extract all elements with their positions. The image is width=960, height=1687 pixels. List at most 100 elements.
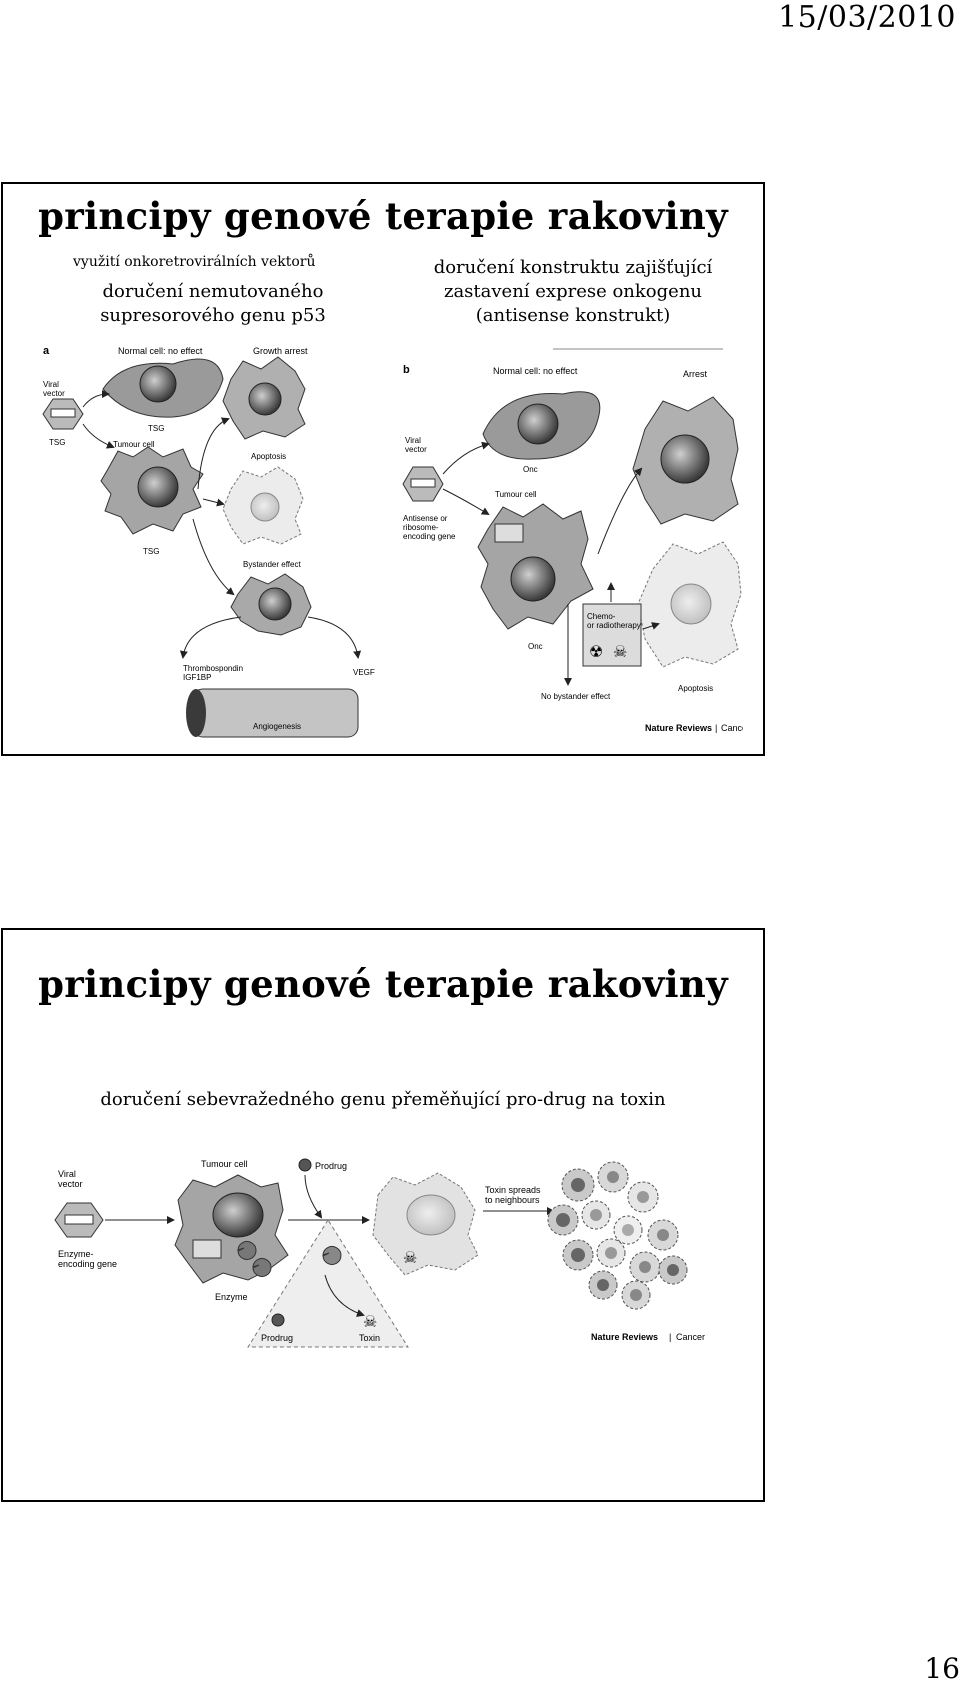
arrow-icon <box>82 423 115 449</box>
radiation-icon: ☢ <box>589 644 603 661</box>
label-enzyme: Enzyme <box>215 1292 248 1302</box>
arrow-icon <box>179 616 242 659</box>
slide-2: principy genové terapie rakoviny doručen… <box>1 928 765 1502</box>
right-caption-line-2: zastavení exprese onkogenu <box>443 281 703 302</box>
arrow-icon <box>642 622 660 630</box>
credit-separator-2: | <box>669 1332 671 1342</box>
arrow-icon <box>82 390 110 408</box>
label-b-normal-cell: Normal cell: no effect <box>493 366 578 376</box>
neighbour-nucleus-icon <box>622 1224 634 1236</box>
arrow-icon <box>442 488 490 516</box>
enzyme-pacman-icon <box>322 1246 342 1265</box>
tumour-cell-b-nucleus-icon <box>510 556 556 602</box>
neighbour-nucleus-icon <box>630 1289 642 1301</box>
label-enzyme-gene-1: Enzyme- <box>58 1249 94 1259</box>
label-b-antisense-1: Antisense or <box>403 514 448 523</box>
label-a-tsg-vector: TSG <box>49 438 65 447</box>
enzyme-pacman-icon <box>237 1241 257 1260</box>
skull-icon: ☠ <box>613 644 627 661</box>
label-enzyme-gene-2: encoding gene <box>58 1259 117 1269</box>
label-tumour-cell: Tumour cell <box>201 1159 248 1169</box>
left-caption-line-2: supresorového genu p53 <box>100 305 326 326</box>
label-a-thrombo-1: Thrombospondin <box>183 664 243 673</box>
credit-brand: Nature Reviews <box>645 723 712 733</box>
arrow-icon <box>597 467 643 555</box>
label-a-thrombo-2: IGF1BP <box>183 673 211 682</box>
credit-journal-2: Cancer <box>676 1332 705 1342</box>
skull-icon: ☠ <box>403 1250 417 1267</box>
page-number: 16 <box>924 1652 960 1685</box>
label-b-apoptosis: Apoptosis <box>678 684 713 693</box>
label-viral-2: vector <box>58 1179 83 1189</box>
credit-journal: Cancer <box>721 723 743 733</box>
neighbour-nucleus-icon <box>667 1264 679 1276</box>
construct-icon <box>494 523 524 543</box>
tumour-nucleus-icon <box>212 1192 264 1238</box>
neighbour-nucleus-icon <box>571 1248 585 1262</box>
neighbour-nucleus-icon <box>607 1171 619 1183</box>
slide-2-caption: doručení sebevražedného genu přeměňující… <box>100 1089 666 1110</box>
neighbour-nucleus-icon <box>556 1213 570 1227</box>
dying-nucleus-icon <box>406 1194 456 1236</box>
vector-gene-b-icon <box>410 478 436 488</box>
label-toxin: Toxin <box>359 1333 380 1343</box>
neighbour-nucleus-icon <box>637 1191 649 1203</box>
slide-1-subtitle: využití onkoretrovirálních vektorů <box>73 254 316 270</box>
arrow-icon <box>324 1274 365 1317</box>
vessel-opening-icon <box>186 689 206 737</box>
label-a-tsg-normal: TSG <box>148 424 164 433</box>
right-caption-line-1: doručení konstruktu zajišťující <box>433 257 713 278</box>
right-caption-line-3: (antisense konstrukt) <box>475 305 671 326</box>
label-viral-1: Viral <box>58 1169 76 1179</box>
label-a-tumour-cell: Tumour cell <box>113 440 155 449</box>
label-b-chemo-1: Chemo- <box>587 612 616 621</box>
right-caption: doručení konstruktu zajišťující zastaven… <box>423 256 723 328</box>
label-b-arrest: Arrest <box>683 369 708 379</box>
slide-2-title: principy genové terapie rakoviny <box>38 962 728 1006</box>
credit-separator: | <box>715 723 717 733</box>
page-date: 15/03/2010 <box>778 0 956 35</box>
tumour-cell-nucleus-icon <box>137 466 179 508</box>
prodrug-icon <box>271 1313 285 1327</box>
label-a-vegf: VEGF <box>353 668 375 677</box>
arrow-icon <box>304 1174 323 1219</box>
construct-icon <box>192 1239 222 1259</box>
neighbour-nucleus-icon <box>639 1261 651 1273</box>
arrow-icon <box>202 498 225 507</box>
slide-1-title: principy genové terapie rakoviny <box>38 194 728 238</box>
growth-arrest-nucleus-icon <box>248 382 282 416</box>
neighbour-cells-cluster <box>547 1161 688 1310</box>
panel-b-letter: b <box>403 364 410 376</box>
left-caption-line-1: doručení nemutovaného <box>102 281 324 302</box>
gene-therapy-figure-1: a Normal cell: no effect Growth arrest V… <box>42 345 743 738</box>
bystander-nucleus-icon <box>258 587 292 621</box>
label-toxin-spreads-2: to neighbours <box>485 1195 540 1205</box>
label-a-apoptosis: Apoptosis <box>251 452 286 461</box>
normal-cell-b-nucleus-icon <box>517 403 559 445</box>
suicide-gene-figure: Viral vector Enzyme- encoding gene Tumou… <box>54 1158 705 1348</box>
apoptosis-nucleus-b-icon <box>670 583 712 625</box>
chemo-box <box>582 603 642 667</box>
label-a-viral-1: Viral <box>43 380 59 389</box>
label-a-viral-2: vector <box>43 389 65 398</box>
label-a-bystander: Bystander effect <box>243 560 301 569</box>
label-a-normal-cell: Normal cell: no effect <box>118 346 203 356</box>
neighbour-nucleus-icon <box>657 1229 669 1241</box>
label-prodrug-top: Prodrug <box>315 1161 347 1171</box>
arrow-icon <box>192 518 235 596</box>
left-caption: doručení nemutovaného supresorového genu… <box>83 280 343 328</box>
arrow-icon <box>197 417 230 490</box>
toxin-skull-icon: ☠ <box>363 1314 377 1331</box>
credit-brand-2: Nature Reviews <box>591 1332 658 1342</box>
label-a-growth-arrest: Growth arrest <box>253 346 308 356</box>
label-b-no-bystander: No bystander effect <box>541 692 611 701</box>
arrow-icon <box>442 441 490 475</box>
label-a-angiogenesis: Angiogenesis <box>253 722 301 731</box>
neighbour-nucleus-icon <box>605 1247 617 1259</box>
label-a-tsg-tumour: TSG <box>143 547 159 556</box>
normal-cell-nucleus-icon <box>139 365 177 403</box>
label-b-chemo-2: or radiotherapy <box>587 621 641 630</box>
vector-gene-icon <box>50 408 76 418</box>
label-b-onc-tumour: Onc <box>528 642 543 651</box>
label-toxin-spreads-1: Toxin spreads <box>485 1185 541 1195</box>
